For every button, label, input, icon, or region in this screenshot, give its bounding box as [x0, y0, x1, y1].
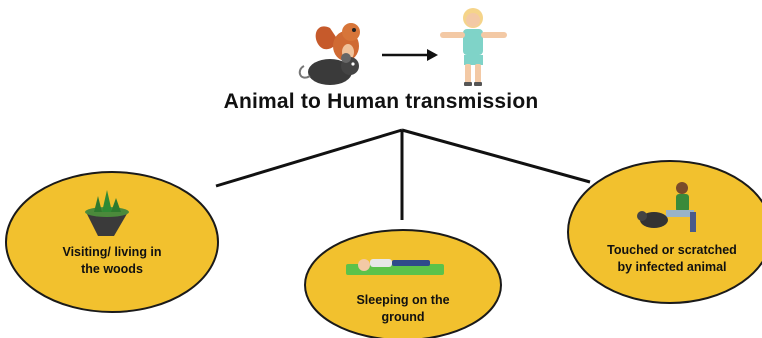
node-label-woods-line2: the woods [32, 261, 192, 278]
node-label-woods: Visiting/ living in the woods [32, 244, 192, 278]
node-label-touched: Touched or scratched by infected animal [588, 242, 756, 276]
squirrel-icon [316, 23, 360, 61]
human-figure-icon [440, 8, 507, 86]
node-label-touched-line2: by infected animal [588, 259, 756, 276]
connector-lines [216, 130, 590, 220]
diagram-title: Animal to Human transmission [0, 90, 762, 114]
sleeping-person-icon [346, 259, 444, 275]
node-label-touched-line1: Touched or scratched [588, 242, 756, 259]
node-ellipse-woods [6, 172, 218, 312]
node-label-woods-line1: Visiting/ living in [32, 244, 192, 261]
rat-icon [300, 53, 359, 85]
arrow-right-icon [382, 49, 438, 61]
node-label-ground: Sleeping on the ground [330, 292, 476, 326]
node-label-ground-line1: Sleeping on the [330, 292, 476, 309]
node-label-ground-line2: ground [330, 309, 476, 326]
node-ellipse-touched [568, 161, 762, 303]
